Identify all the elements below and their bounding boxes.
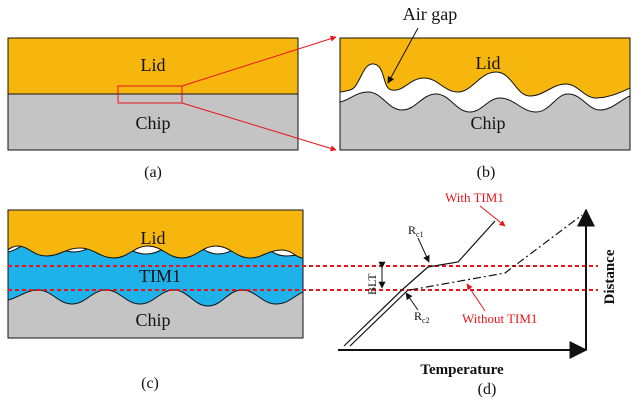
rc2-label-main: R [414, 309, 422, 323]
lid-label-b: Lid [476, 53, 501, 73]
rc2-arrow [405, 292, 419, 311]
with-tim-curve-offset [349, 289, 409, 347]
panel-d: BLT Rc1 Rc2 With TIM1 Without TIM1 Tempe… [338, 190, 618, 398]
chip-block-b [340, 91, 630, 150]
lid-block-c [8, 210, 303, 259]
rc1-label-sub: c1 [416, 230, 424, 239]
lid-block-b [340, 38, 630, 99]
lid-block-a [7, 37, 299, 95]
with-tim-arrow [479, 205, 506, 227]
without-tim-curve [409, 214, 583, 291]
blt-label: BLT [365, 273, 379, 295]
tim-label-c: TIM1 [139, 266, 181, 286]
caption-c: (c) [141, 375, 159, 392]
with-tim-label: With TIM1 [445, 190, 504, 205]
with-tim-curve [343, 220, 496, 347]
air-gap-arrow [387, 27, 419, 84]
caption-d: (d) [478, 381, 497, 398]
rc2-label: Rc2 [414, 309, 430, 325]
chip-label-c: Chip [135, 310, 170, 330]
caption-a: (a) [144, 164, 162, 181]
chip-label-a: Chip [135, 113, 170, 133]
lid-label-c: Lid [141, 228, 166, 248]
rc1-label-main: R [408, 223, 416, 237]
zoom-box [117, 85, 183, 104]
x-axis-label: Temperature [420, 362, 504, 378]
panel-a: Lid Chip (a) [7, 37, 299, 181]
y-axis-label: Distance [602, 249, 618, 304]
rc2-label-sub: c2 [422, 316, 430, 325]
lid-label-a: Lid [141, 55, 166, 75]
panel-c: Lid TIM1 Chip (c) [7, 209, 304, 392]
rc1-arrow [417, 237, 430, 263]
chip-label-b: Chip [470, 113, 505, 133]
caption-b: (b) [477, 164, 496, 181]
rc1-label: Rc1 [408, 223, 424, 239]
zoom-line-bottom [181, 102, 337, 152]
without-tim-arrow [466, 283, 486, 312]
without-tim-label: Without TIM1 [462, 311, 537, 326]
air-gap-label: Air gap [403, 4, 457, 24]
panel-b: Air gap Lid Chip (b) [339, 4, 631, 181]
zoom-line-top [181, 35, 337, 87]
